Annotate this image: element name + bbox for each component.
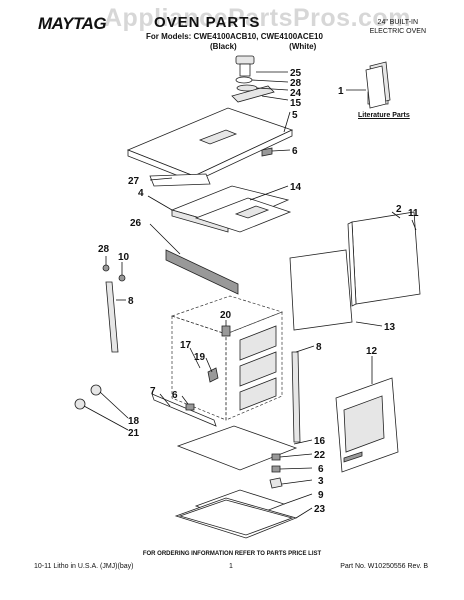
sensor-assembly <box>235 55 258 92</box>
sensor-bracket <box>221 325 231 337</box>
callout-11: 11 <box>408 208 419 219</box>
callout-2: 2 <box>396 204 402 215</box>
product-type-line2: ELECTRIC OVEN <box>369 28 426 35</box>
callout-21: 21 <box>128 428 140 439</box>
vent-trim <box>231 85 275 103</box>
callout-1: 1 <box>338 86 344 97</box>
watermark: AppliancePartsPros.com <box>104 4 411 32</box>
callout-22: 22 <box>314 450 326 461</box>
temperature-sensor <box>207 367 219 383</box>
back-insulation <box>289 249 353 331</box>
callout-18: 18 <box>128 416 140 427</box>
callout-25: 25 <box>290 68 302 79</box>
callout-28-left: 28 <box>98 244 110 255</box>
callout-19: 19 <box>194 352 206 363</box>
screw-bottom <box>271 453 281 461</box>
callout-17: 17 <box>180 340 192 351</box>
ordering-note: FOR ORDERING INFORMATION REFER TO PARTS … <box>142 551 322 557</box>
lamp-socket <box>90 384 102 396</box>
callout-23: 23 <box>314 504 326 515</box>
screw-middle <box>185 403 195 411</box>
screw-top <box>261 147 273 157</box>
callout-5: 5 <box>292 110 298 121</box>
lamp-cover <box>74 398 86 410</box>
callout-14: 14 <box>290 182 302 193</box>
oven-cavity <box>170 295 284 421</box>
model-numbers: For Models: CWE4100ACB10, CWE4100ACE10 <box>146 32 323 41</box>
callout-6-top: 6 <box>292 146 298 157</box>
callout-16: 16 <box>314 436 326 447</box>
callout-10: 10 <box>118 252 130 263</box>
callout-24: 24 <box>290 88 302 99</box>
screw-left-upper <box>102 264 110 272</box>
literature-booklet <box>365 61 391 109</box>
callout-3: 3 <box>318 476 324 487</box>
page-number: 1 <box>229 563 233 570</box>
variant-black: (Black) <box>210 42 237 51</box>
callout-numbers: 25 28 24 15 5 6 1 27 14 4 26 2 11 28 10 … <box>98 68 419 515</box>
bottom-front-trim <box>151 393 217 427</box>
product-type-line1: 24" BUILT-IN <box>377 19 419 26</box>
variant-white: (White) <box>289 42 317 51</box>
color-variants: (Black) (White) <box>210 42 316 51</box>
bottom-panel <box>176 425 298 471</box>
callout-27: 27 <box>128 176 140 187</box>
callout-12: 12 <box>366 346 378 357</box>
callout-13: 13 <box>384 322 396 333</box>
callout-6-bottom: 6 <box>318 464 324 475</box>
side-trim-right <box>291 351 301 443</box>
oven-door <box>335 377 399 473</box>
callout-20: 20 <box>220 310 232 321</box>
product-type: 24" BUILT-IN ELECTRIC OVEN <box>370 18 426 36</box>
front-trim <box>149 173 211 187</box>
screw-left-lower <box>118 274 126 282</box>
callout-15: 15 <box>290 98 302 109</box>
oven-vent <box>165 249 239 295</box>
callout-4: 4 <box>138 188 144 199</box>
litho-info: 10-11 Litho in U.S.A. (JMJ)(bay) <box>34 563 134 570</box>
screw-bottom-2 <box>271 465 281 473</box>
callout-7: 7 <box>150 386 156 397</box>
literature-parts-label: Literature Parts <box>358 112 410 119</box>
leader-lines <box>83 71 417 519</box>
brand-logo: MAYTAG <box>38 14 107 33</box>
back-panel <box>351 211 421 305</box>
callout-26: 26 <box>130 218 142 229</box>
bake-element <box>269 477 283 489</box>
side-trim-left <box>105 281 119 353</box>
callout-8-right: 8 <box>316 342 322 353</box>
callout-28: 28 <box>290 78 302 89</box>
callout-9: 9 <box>318 490 324 501</box>
callout-8-left: 8 <box>128 296 134 307</box>
page-title: OVEN PARTS <box>154 14 261 31</box>
part-number: Part No. W10250556 Rev. B <box>340 563 428 570</box>
callout-6-middle: 6 <box>172 390 178 401</box>
